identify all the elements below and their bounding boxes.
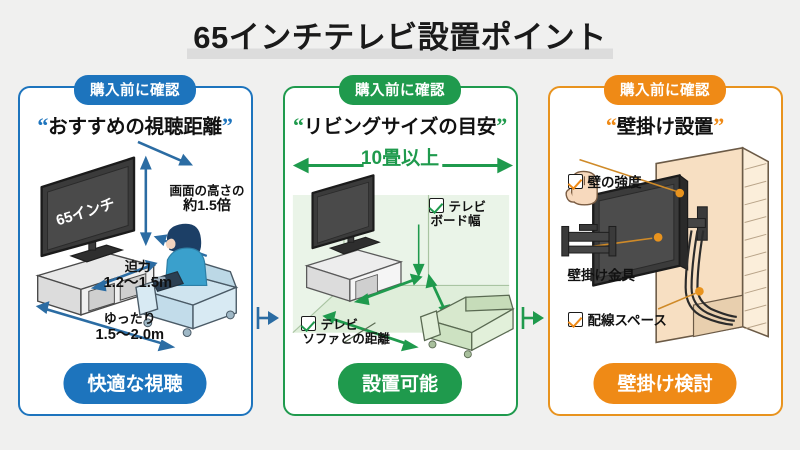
- panel-wall-mount[interactable]: 購入前に確認 “壁掛け設置”: [547, 75, 783, 416]
- wall-bracket-shape: [560, 224, 616, 257]
- panel-living-size[interactable]: 購入前に確認 “リビングサイズの目安”: [282, 75, 518, 416]
- panel-2-room-size-label: 10畳以上: [360, 148, 440, 169]
- checkbox-icon[interactable]: [428, 198, 444, 213]
- height-arrow-icon: [139, 155, 152, 247]
- panel-3-illustration: [550, 138, 781, 368]
- quote-close-icon: ”: [221, 113, 233, 138]
- room-width-arrow-icon: [292, 157, 513, 174]
- sofa-callout-line: [343, 322, 376, 343]
- panel-3-check-wall-strength: 壁の強度: [567, 174, 642, 190]
- panel-3-heading: “壁掛け設置”: [550, 110, 781, 139]
- panel-1-footer-pill[interactable]: 快適な視聴: [63, 363, 207, 404]
- wall-tv-shape: [591, 174, 688, 287]
- panel-2-illustration: [285, 138, 516, 368]
- tv-screen-shape: [39, 156, 135, 258]
- person-shape: [150, 223, 207, 293]
- view-arrow-icon: [136, 140, 193, 166]
- panel-2-heading-text: リビングサイズの目安: [303, 116, 497, 138]
- sofa-shape: [419, 294, 515, 359]
- board-callout-arrow-icon: [412, 263, 425, 278]
- checkbox-icon[interactable]: [300, 316, 316, 331]
- panel-2-check-board-width: テレビ ボード幅: [428, 198, 487, 228]
- tv-board-shape: [303, 249, 403, 303]
- tv-shape: [310, 174, 381, 255]
- panel-3-check-cable-space: 配線スペース: [567, 312, 667, 328]
- title-container: 65インチテレビ設置ポイント: [0, 12, 800, 59]
- panel-3-heading-text: 壁掛け設置: [616, 116, 714, 138]
- panel-1-heading: “おすすめの視聴距離”: [20, 110, 251, 139]
- panel-1-illustration: 65インチ: [20, 138, 251, 368]
- connector-1: [253, 148, 283, 450]
- quote-open-icon: “: [37, 113, 49, 138]
- panel-2-check-sofa-distance: テレビ ソファとの距離: [300, 316, 390, 346]
- distance-arrow-1-icon: [353, 273, 423, 306]
- checkbox-icon[interactable]: [567, 312, 583, 327]
- panel-2-badge: 購入前に確認: [339, 75, 461, 105]
- panel-3-bracket-caption: 壁掛け金具: [567, 268, 636, 283]
- connector-2: [518, 148, 548, 450]
- panel-1-screen-height-label: 画面の高さの 約1.5倍: [169, 184, 245, 213]
- panel-2-footer-pill[interactable]: 設置可能: [337, 363, 463, 404]
- checkbox-icon[interactable]: [567, 174, 583, 189]
- quote-open-icon: “: [292, 113, 304, 138]
- cable-shape: [684, 230, 737, 326]
- page-title: 65インチテレビ設置ポイント: [187, 12, 613, 59]
- panel-3-footer-pill[interactable]: 壁掛け検討: [593, 363, 737, 404]
- panel-2-heading: “リビングサイズの目安”: [285, 110, 516, 139]
- arrow-right-icon: [521, 307, 544, 329]
- quote-close-icon: ”: [713, 113, 725, 138]
- panel-1-badge: 購入前に確認: [74, 75, 196, 105]
- panels-row: 購入前に確認 “おすすめの視聴距離”: [0, 75, 800, 426]
- relaxed-distance-arrow-icon: [35, 301, 175, 352]
- panel-viewing-distance[interactable]: 購入前に確認 “おすすめの視聴距離”: [17, 75, 253, 416]
- panel-1-relaxed-label: ゆったり 1.5〜2.0m: [95, 311, 165, 343]
- arrow-right-icon: [256, 307, 279, 329]
- impact-distance-arrow-icon: [90, 259, 158, 292]
- quote-open-icon: “: [605, 113, 617, 138]
- panel-1-heading-text: おすすめの視聴距離: [48, 116, 222, 138]
- panel-3-badge: 購入前に確認: [604, 75, 726, 105]
- quote-close-icon: ”: [496, 113, 508, 138]
- panel-1-impact-label: 迫力 1.2〜1.5m: [103, 259, 173, 291]
